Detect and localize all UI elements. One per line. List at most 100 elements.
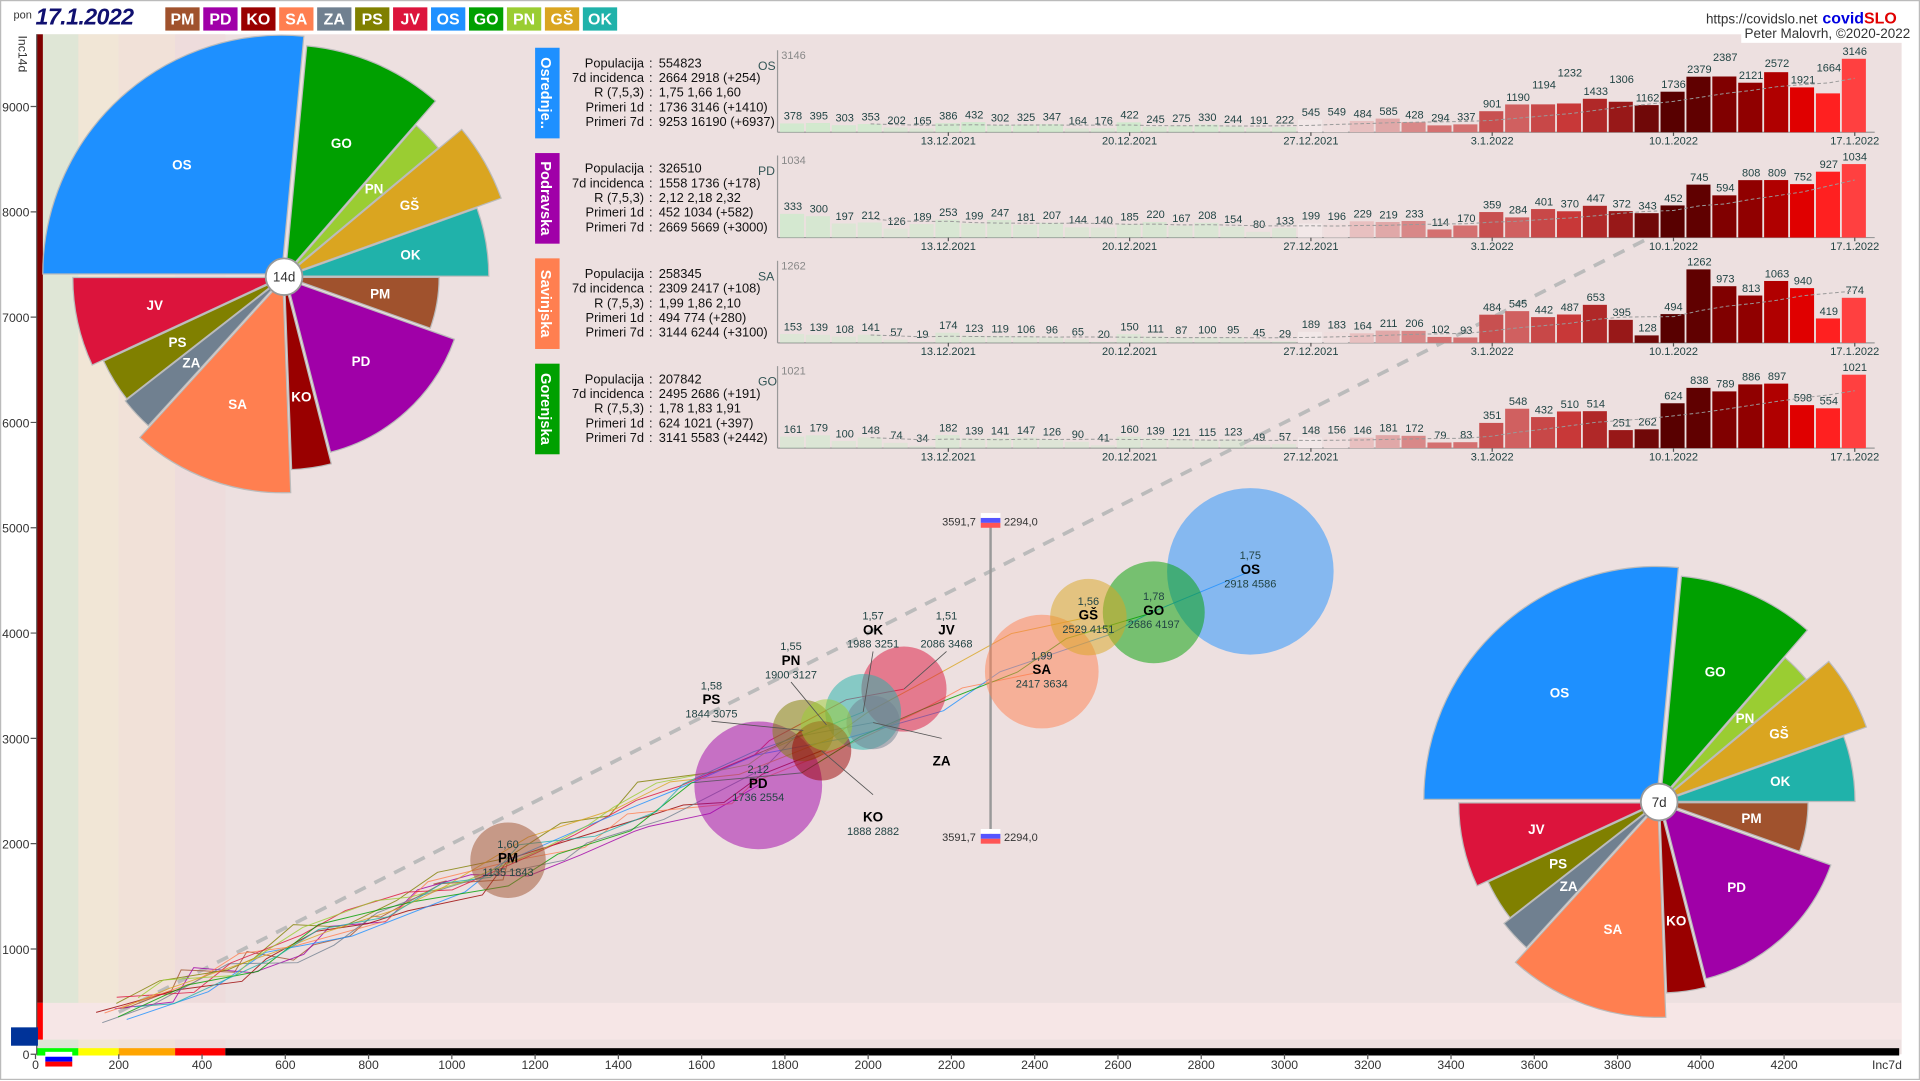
x-tick-label: 4200 (1770, 1058, 1797, 1072)
bar (1038, 337, 1064, 343)
bubble-leader-line (873, 722, 942, 739)
legend-item-PD[interactable]: PD (203, 7, 238, 31)
bar-value-label: 148 (1302, 425, 1320, 437)
region-tag (535, 153, 560, 244)
stat-value: 1736 3146 (+1410) (659, 99, 768, 114)
bar-value-label: 774 (1846, 285, 1864, 297)
author-credit: Peter Malovrh, ©2020-2022 (1740, 25, 1914, 43)
stat-colon: : (649, 219, 653, 234)
stat-label: 7d incidenca (572, 386, 645, 401)
bar (1686, 76, 1711, 133)
bar-value-label: 181 (1379, 422, 1397, 434)
bar-value-label: 147 (1017, 425, 1035, 437)
date-label: 20.12.2021 (1102, 451, 1157, 463)
bubble-leader-line (711, 720, 804, 731)
bubble-leader-line (790, 681, 827, 726)
region-name: Podravska (537, 161, 553, 236)
bar-value-label: 545 (1509, 298, 1527, 310)
legend-item-PN[interactable]: PN (506, 7, 542, 31)
moving-average-line (870, 77, 1855, 127)
bar-value-label: 510 (1561, 399, 1579, 411)
bar-value-label: 126 (887, 216, 905, 228)
bar-value-label: 2572 (1765, 58, 1790, 70)
pie-slice-SA (138, 278, 292, 494)
bar (909, 445, 934, 449)
bar (1297, 437, 1323, 449)
stat-value: 2,12 2,18 2,32 (659, 190, 741, 205)
bar-value-label: 96 (1046, 325, 1058, 337)
bar-value-label: 549 (1328, 107, 1346, 119)
pie-slice-label: GO (331, 136, 352, 151)
bar (1064, 227, 1089, 238)
legend-item-SA[interactable]: SA (279, 7, 314, 31)
bar (1349, 221, 1374, 238)
bubble-r-value: 2,12 (748, 764, 769, 776)
date-label: 10.1.2022 (1649, 346, 1698, 358)
bar (1090, 445, 1115, 449)
bar (1168, 225, 1193, 238)
bar (1246, 340, 1271, 343)
bar (1582, 205, 1607, 238)
bubble-r-value: 1,51 (936, 611, 957, 623)
brand-slo: SLO (1863, 8, 1897, 27)
date-label: 17.1.2022 (1830, 451, 1879, 463)
stat-value: 494 774 (+280) (659, 310, 746, 325)
flag-stripe (45, 1056, 73, 1062)
url-text[interactable]: https://covidslo.net (1705, 12, 1818, 27)
pie-slice-PS (1487, 803, 1657, 919)
bar (883, 339, 908, 343)
bar-value-label: 303 (836, 112, 854, 124)
bar-value-label: 325 (1017, 112, 1035, 124)
bar-value-label: 1021 (1843, 362, 1868, 374)
stat-label: R (7,5,3) (594, 85, 644, 100)
bar-value-label: 74 (890, 430, 902, 442)
legend-item-KO[interactable]: KO (241, 7, 276, 31)
date-label: 27.12.2021 (1283, 346, 1338, 358)
date-label: 17.1.2022 (1830, 135, 1879, 147)
trajectory-PS (116, 729, 804, 1004)
flag-stripe (45, 1051, 73, 1057)
legend-item-PM[interactable]: PM (165, 7, 200, 31)
bar-value-label: 353 (861, 111, 879, 123)
panel-max-label: 1034 (781, 155, 806, 167)
legend-item-GŠ[interactable]: GŠ (544, 7, 580, 31)
y-tick-label: 1000 (2, 943, 29, 957)
stat-value: 9253 16190 (+6937) (659, 114, 775, 129)
bar-value-label: 160 (1120, 424, 1138, 436)
bar (987, 335, 1012, 343)
stat-colon: : (649, 266, 653, 281)
stat-value: 2495 2686 (+191) (659, 386, 761, 401)
date-label: 20.12.2021 (1102, 135, 1157, 147)
bar-value-label: 752 (1794, 171, 1812, 183)
legend-item-OS[interactable]: OS (431, 7, 466, 31)
bar-value-label: 164 (1354, 321, 1372, 333)
bubble-r-value: 1,75 (1240, 550, 1261, 562)
bar-value-label: 1433 (1584, 86, 1609, 98)
bar (805, 334, 830, 343)
y-tick-label: 3000 (2, 732, 29, 746)
legend-item-OK[interactable]: OK (582, 7, 618, 31)
bar (1427, 229, 1452, 238)
legend-item-PS[interactable]: PS (355, 7, 390, 31)
bar (1013, 124, 1038, 133)
bar-value-label: 284 (1509, 205, 1527, 217)
bar (857, 334, 882, 343)
bar (1608, 319, 1633, 343)
legend-item-GO[interactable]: GO (468, 7, 504, 31)
region-name: Gorenjska (537, 373, 553, 446)
bubble-GŠ (1050, 578, 1127, 656)
bar (1453, 225, 1478, 238)
bar-value-label: 452 (1664, 193, 1682, 205)
bar (1064, 128, 1089, 133)
bar (1323, 223, 1348, 238)
bubble-r-value: 1,56 (1078, 596, 1099, 608)
legend-item-ZA[interactable]: ZA (317, 7, 352, 31)
pie-slice-label: KO (1666, 914, 1686, 929)
bar-value-label: 189 (1302, 319, 1320, 331)
bar (1220, 226, 1245, 238)
bubble-values: 1988 3251 (847, 639, 899, 651)
bar-value-label: 199 (965, 211, 983, 223)
legend-item-JV[interactable]: JV (393, 7, 428, 31)
